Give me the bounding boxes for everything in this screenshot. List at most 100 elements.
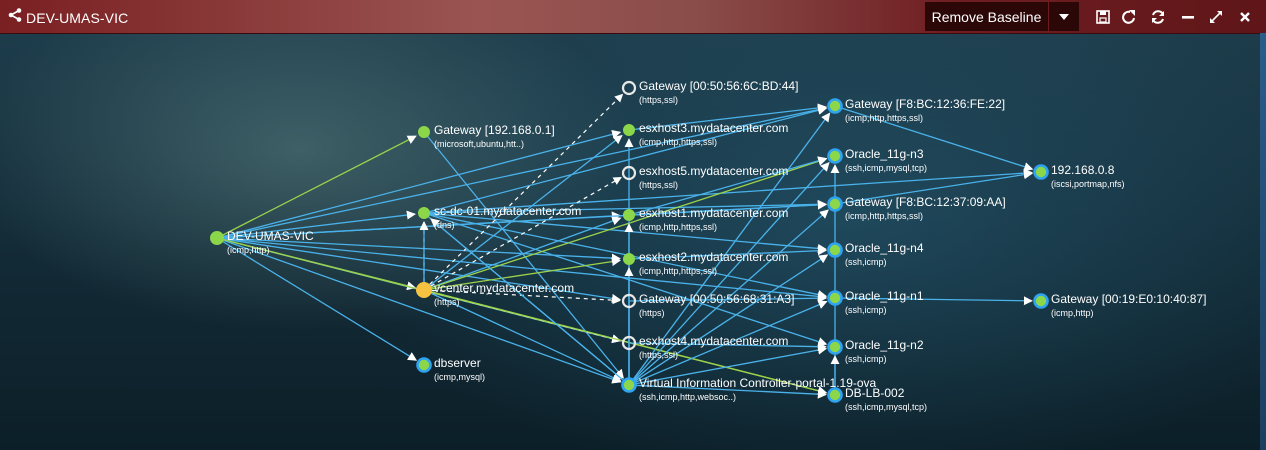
expand-icon[interactable] [1208,9,1224,25]
edge-n10-n17[interactable] [628,246,827,260]
save-icon[interactable] [1095,9,1111,25]
node-circle-blue[interactable] [827,98,843,114]
node-circle-hollow[interactable] [621,335,637,351]
edge-n16-n21[interactable] [834,170,1034,205]
graph-node[interactable]: esxhost5.mydatacenter.com(https,ssl) [621,164,788,190]
edge-n3-n16[interactable] [423,199,827,214]
edge-n1-n13[interactable] [216,237,622,384]
topology-graph[interactable]: DEV-UMAS-VIC (icmp,http) Gateway [192.168.… [0,33,1260,450]
edge-n1-n3[interactable] [216,210,416,239]
refresh-icon[interactable] [1150,9,1166,25]
edge-n4-n10[interactable] [423,257,622,291]
graph-node[interactable]: DB-LB-002(ssh,icmp,mysql,tcp) [827,386,928,412]
graph-node[interactable]: Gateway [00:19:E0:10:40:87](icmp,http) [1033,292,1207,318]
edge-n4-n13[interactable] [423,289,622,382]
node-circle-blue[interactable] [827,242,843,258]
graph-node[interactable]: esxhost1.mydatacenter.com(icmp,http,http… [623,206,788,232]
node-circle-blue[interactable] [827,387,843,403]
edge-n3-n14[interactable] [423,105,828,214]
node-protocols: (ssh,icmp,http,websoc..) [639,392,736,402]
edge-n13-n18[interactable] [628,300,828,386]
graph-node[interactable]: Oracle_11g-n3(ssh,icmp,mysql,tcp) [827,147,928,173]
edge-n13-n16[interactable] [628,209,829,386]
node-protocols: (ssh,icmp) [845,354,887,364]
edge-n4-n9[interactable] [423,216,622,291]
node-label: esxhost2.mydatacenter.com [639,250,788,264]
node-circle-green[interactable] [623,124,635,136]
edge-n1-n18[interactable] [216,237,827,301]
graph-node[interactable]: Oracle_11g-n1(ssh,icmp) [827,289,924,315]
node-circle-hollow[interactable] [621,165,637,181]
node-circle-green[interactable] [418,126,430,138]
graph-node[interactable]: Gateway [F8:BC:12:37:09:AA](icmp,http,ht… [827,195,1006,221]
graph-node[interactable]: Virtual Information Controller-portal-1.… [621,376,877,402]
graph-node[interactable]: Gateway [00:50:56:6C:BD:44](https,ssl) [621,79,798,105]
node-circle-hollow[interactable] [621,80,637,96]
node-circle-blue[interactable] [827,148,843,164]
edge-n2-n13[interactable] [423,131,624,379]
node-circle-hollow[interactable] [621,293,637,309]
edge-n11-n18[interactable] [628,293,827,303]
share-icon[interactable] [8,8,22,22]
window-title: DEV-UMAS-VIC [26,10,129,26]
edge-n1-n14[interactable] [216,105,828,239]
node-circle-green[interactable] [418,207,430,219]
edge-n4-n8[interactable] [423,176,622,291]
edge-n9-n15[interactable] [628,156,828,216]
edge-n4-n6[interactable] [423,93,624,291]
node-circle-green[interactable] [210,231,224,245]
edge-n13-n3[interactable] [430,218,630,386]
export-icon[interactable] [1121,9,1137,25]
graph-node[interactable]: esxhost3.mydatacenter.com(icmp,http,http… [623,121,788,147]
node-protocols: (https,ssl) [639,95,678,105]
graph-node[interactable]: Oracle_11g-n4(ssh,icmp) [827,241,924,267]
edge-n3-n19[interactable] [423,212,828,346]
graph-node[interactable]: Gateway [F8:BC:12:36:FE:22](icmp,http,ht… [827,97,1006,123]
minimize-icon[interactable] [1180,9,1196,25]
graph-node[interactable]: DEV-UMAS-VIC (icmp,http) [210,229,314,255]
node-circle-blue[interactable] [621,377,637,393]
graph-node[interactable]: dbserver(icmp,mysql) [416,356,486,382]
edge-n13-n15[interactable] [628,162,830,386]
edge-n3-n21[interactable] [423,168,1033,214]
graph-node[interactable]: Gateway [192.168.0.1](microsoft,ubuntu,h… [418,123,555,149]
node-circle-yellow[interactable] [416,282,432,298]
graph-node[interactable]: esxhost4.mydatacenter.com(https,ssl) [621,334,788,360]
baseline-dropdown-toggle[interactable] [1049,2,1079,31]
edge-n13-n20[interactable] [628,384,827,399]
node-circle-blue[interactable] [827,339,843,355]
edge-n4-n20[interactable] [423,289,828,396]
edge-n14-n21[interactable] [834,105,1034,172]
node-circle-blue[interactable] [416,357,432,373]
node-protocols: (icmp,http) [227,245,270,255]
nodes-layer: DEV-UMAS-VIC (icmp,http) Gateway [192.168.… [210,79,1206,412]
edge-n1-n2[interactable] [216,135,417,239]
graph-node[interactable]: esxhost2.mydatacenter.com(icmp,http,http… [623,250,788,276]
graph-node[interactable]: Oracle_11g-n2(ssh,icmp) [827,338,924,364]
node-circle-green[interactable] [623,253,635,265]
edge-n1-n11[interactable] [216,237,622,303]
edge-n13-n14[interactable] [628,112,831,386]
graph-node[interactable]: sc-dc-01.mydatacenter.com(dns) [418,204,581,230]
node-circle-green[interactable] [623,209,635,221]
graph-node[interactable]: 192.168.0.8(iscsi,portmap,nfs) [1033,163,1125,189]
close-icon[interactable] [1237,9,1253,25]
node-circle-blue[interactable] [1033,164,1049,180]
node-label: Gateway [00:19:E0:10:40:87] [1051,292,1206,306]
edge-n18-n22[interactable] [834,296,1033,306]
node-circle-blue[interactable] [827,196,843,212]
edge-n13-n17[interactable] [628,254,829,386]
edge-n13-n19[interactable] [628,345,828,386]
graph-node[interactable]: Gateway [00:50:56:68:31:A3](https) [621,292,794,318]
remove-baseline-button[interactable]: Remove Baseline [925,2,1048,31]
node-circle-blue[interactable] [827,290,843,306]
edge-n1-n7[interactable] [216,129,622,239]
edge-n7-n14[interactable] [628,103,827,131]
node-circle-blue[interactable] [1033,293,1049,309]
edge-n12-n19[interactable] [628,342,827,352]
edge-n4-n7[interactable] [423,134,623,291]
edge-n9-n16[interactable] [628,200,827,216]
graph-node[interactable]: vcenter.mydatacenter.com(https) [416,281,574,307]
node-label: DEV-UMAS-VIC [227,229,314,243]
edge-n1-n5[interactable] [216,237,418,361]
